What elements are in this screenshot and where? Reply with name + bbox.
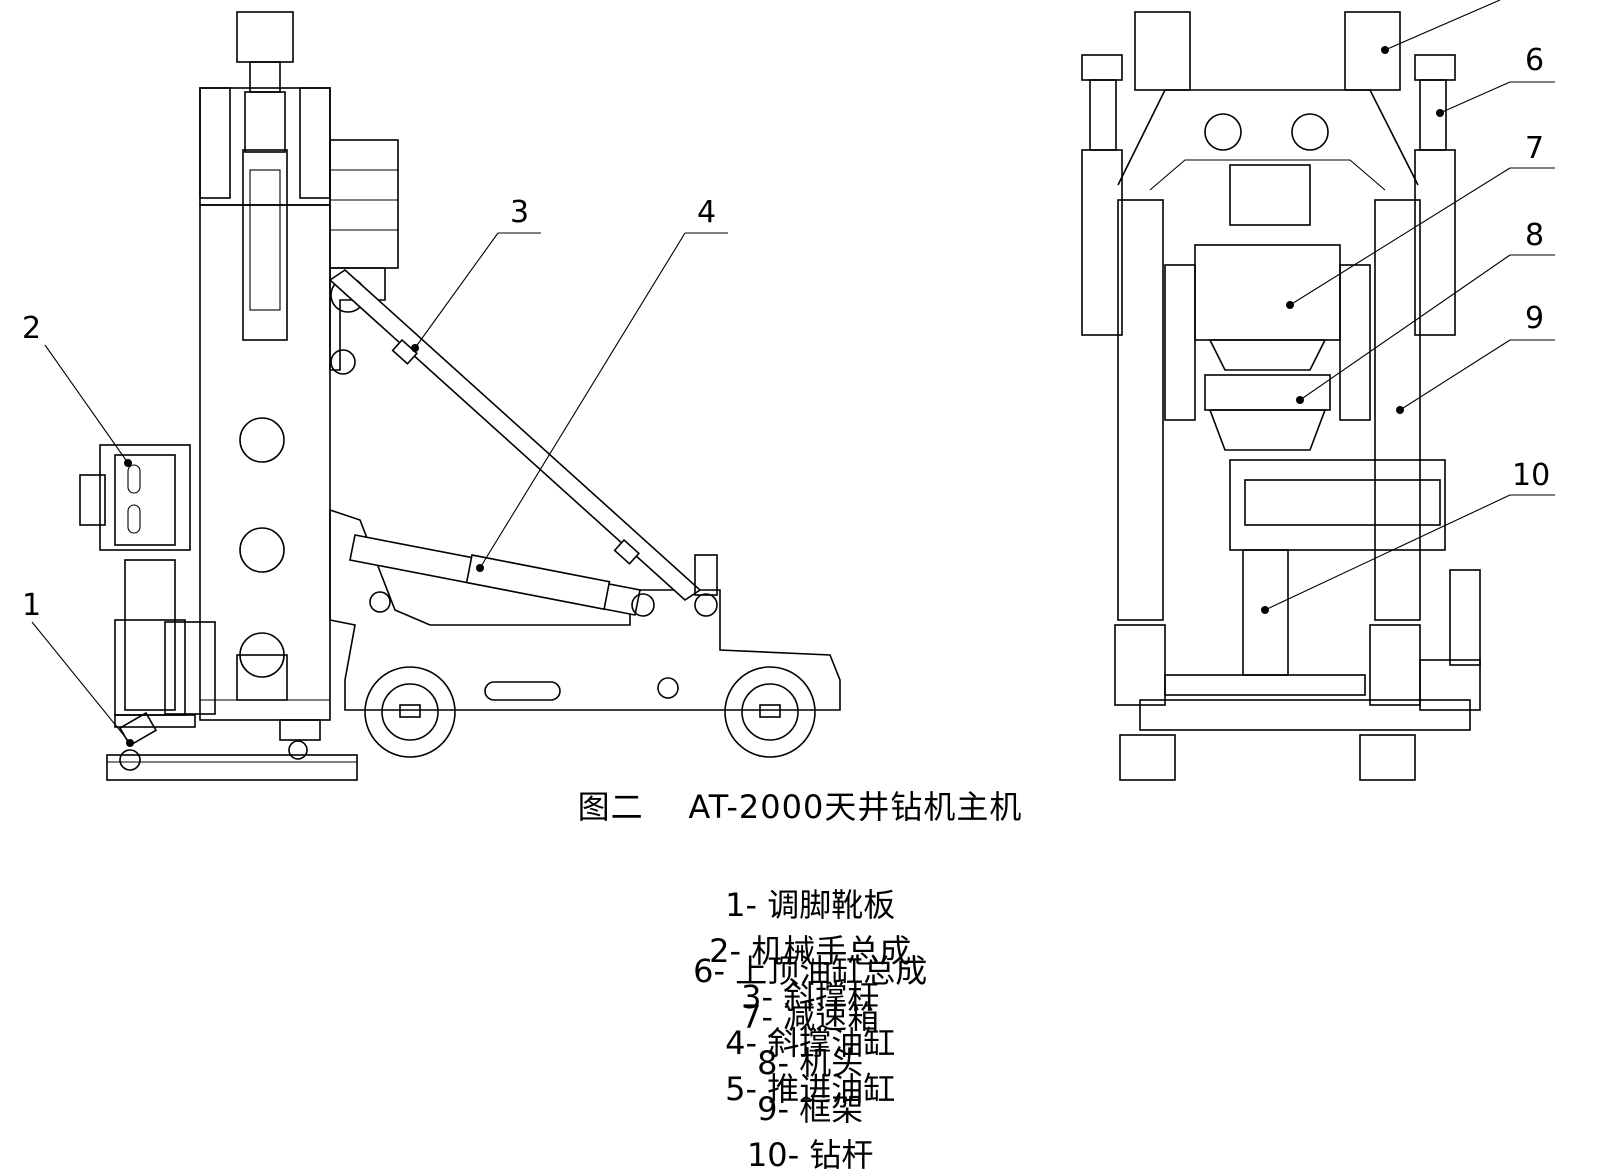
callout-7: 7 <box>1525 131 1544 166</box>
legend-item-1: 1- 调脚靴板 <box>725 886 896 924</box>
legend-item-7: 7- 减速箱 <box>741 998 880 1036</box>
legend-item-6: 6- 上顶油缸总成 <box>693 952 928 990</box>
legend-row-2: 6- 上顶油缸总成 7- 减速箱 8- 机头 9- 框架 10- 钻杆 <box>0 908 1600 1176</box>
side-view <box>79 11 841 781</box>
callout-1: 1 <box>22 588 41 623</box>
callout-8: 8 <box>1525 218 1544 253</box>
callout-2: 2 <box>22 311 41 346</box>
legend-item-2: 2- 机械手总成 <box>709 932 912 970</box>
callout-9: 9 <box>1525 301 1544 336</box>
legend-item-10: 10- 钻杆 <box>746 1136 874 1174</box>
figure-caption: 图二 AT-2000天井钻机主机 <box>577 788 1023 826</box>
legend-item-9: 9- 框架 <box>757 1090 864 1128</box>
callout-10: 10 <box>1512 458 1550 493</box>
callout-3: 3 <box>510 195 529 230</box>
callout-leaders <box>31 0 1555 747</box>
front-view <box>1081 11 1481 781</box>
callout-6: 6 <box>1525 43 1544 78</box>
callout-4: 4 <box>697 195 716 230</box>
machine-drawing: 1 2 3 4 6 7 8 9 10 <box>22 0 1555 781</box>
legend-item-8: 8- 机头 <box>757 1044 864 1082</box>
